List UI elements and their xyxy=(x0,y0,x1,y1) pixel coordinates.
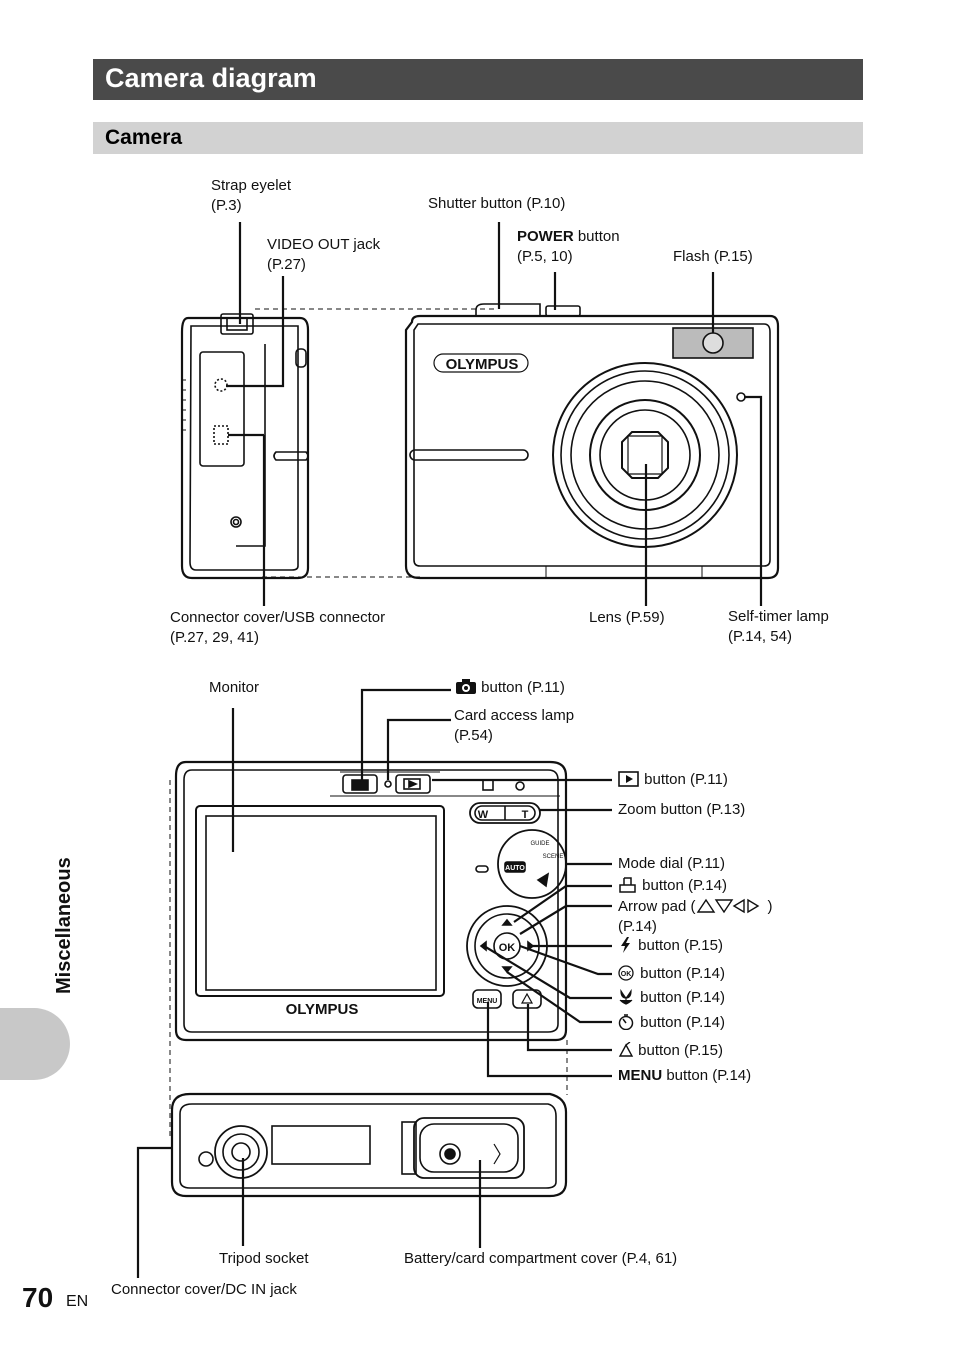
arrow-keys-icon xyxy=(696,898,759,914)
label-erase-button: button (P.15) xyxy=(618,1041,723,1061)
label-connector-dc: Connector cover/DC IN jack xyxy=(111,1281,297,1298)
label-self-timer-button: button (P.14) xyxy=(618,1013,725,1033)
label-ok-button: OK button (P.14) xyxy=(618,964,725,984)
language-code: EN xyxy=(66,1293,89,1310)
back-brand-logo: OLYMPUS xyxy=(286,1001,359,1018)
label-tripod-socket: Tripod socket xyxy=(219,1250,309,1267)
front-view-camera: OLYMPUS xyxy=(404,303,780,580)
erase-icon xyxy=(618,1042,634,1057)
front-leader-lines xyxy=(226,222,763,606)
title-bar: Camera diagram xyxy=(93,59,863,100)
front-brand-logo: OLYMPUS xyxy=(446,356,519,373)
label-video-out: VIDEO OUT jack (P.27) xyxy=(267,236,381,273)
page-title: Camera diagram xyxy=(105,63,317,93)
print-icon xyxy=(619,877,636,893)
label-flash: Flash (P.15) xyxy=(673,248,753,265)
svg-text:T: T xyxy=(522,809,529,821)
label-shooting-button: button (P.11) xyxy=(455,678,565,698)
label-print-button: button (P.14) xyxy=(618,876,727,896)
label-menu-button: MENU button (P.14) xyxy=(618,1067,752,1084)
camera-icon xyxy=(456,679,476,694)
label-strap-eyelet: Strap eyelet (P.3) xyxy=(211,177,292,214)
label-arrow-pad: Arrow pad () (P.14) xyxy=(618,898,773,935)
macro-flower-icon xyxy=(619,989,633,1005)
svg-text:W: W xyxy=(478,809,489,821)
svg-text:GUIDE: GUIDE xyxy=(530,841,549,847)
label-connector-usb: Connector cover/USB connector (P.27, 29,… xyxy=(170,609,386,646)
label-lens: Lens (P.59) xyxy=(589,609,665,626)
label-macro-button: button (P.14) xyxy=(618,988,725,1008)
playback-icon xyxy=(618,771,639,787)
back-view-camera: OLYMPUS W T AUTO GUIDE SCENE OK xyxy=(174,760,568,1042)
label-monitor: Monitor xyxy=(209,679,260,696)
self-timer-icon xyxy=(618,1014,634,1030)
section-bar: Camera xyxy=(93,122,863,154)
label-self-timer-lamp: Self-timer lamp (P.14, 54) xyxy=(728,608,829,645)
label-flash-button: button (P.15) xyxy=(618,936,723,956)
section-title: Camera xyxy=(105,126,183,149)
svg-text:MENU: MENU xyxy=(477,998,498,1005)
svg-text:SCENE: SCENE xyxy=(543,854,564,860)
ok-icon: OK xyxy=(618,965,634,981)
label-battery-cover: Battery/card compartment cover (P.4, 61) xyxy=(404,1250,678,1267)
page-number: 70 xyxy=(22,1282,54,1313)
label-playback-button: button (P.11) xyxy=(618,770,728,790)
back-leader-lines xyxy=(136,688,612,1278)
bottom-view-camera xyxy=(170,1092,568,1198)
flash-icon xyxy=(621,937,630,953)
svg-text:AUTO: AUTO xyxy=(505,865,525,872)
side-view-camera xyxy=(180,313,310,580)
label-zoom-button: Zoom button (P.13) xyxy=(618,801,746,818)
svg-text:OK: OK xyxy=(621,971,632,978)
label-power-button: POWER button (P.5, 10) xyxy=(517,228,620,265)
label-card-access-lamp: Card access lamp (P.54) xyxy=(454,707,575,744)
side-tab xyxy=(0,1008,70,1080)
svg-text:OK: OK xyxy=(499,942,516,954)
label-shutter-button: Shutter button (P.10) xyxy=(428,195,566,212)
label-mode-dial: Mode dial (P.11) xyxy=(618,855,726,872)
